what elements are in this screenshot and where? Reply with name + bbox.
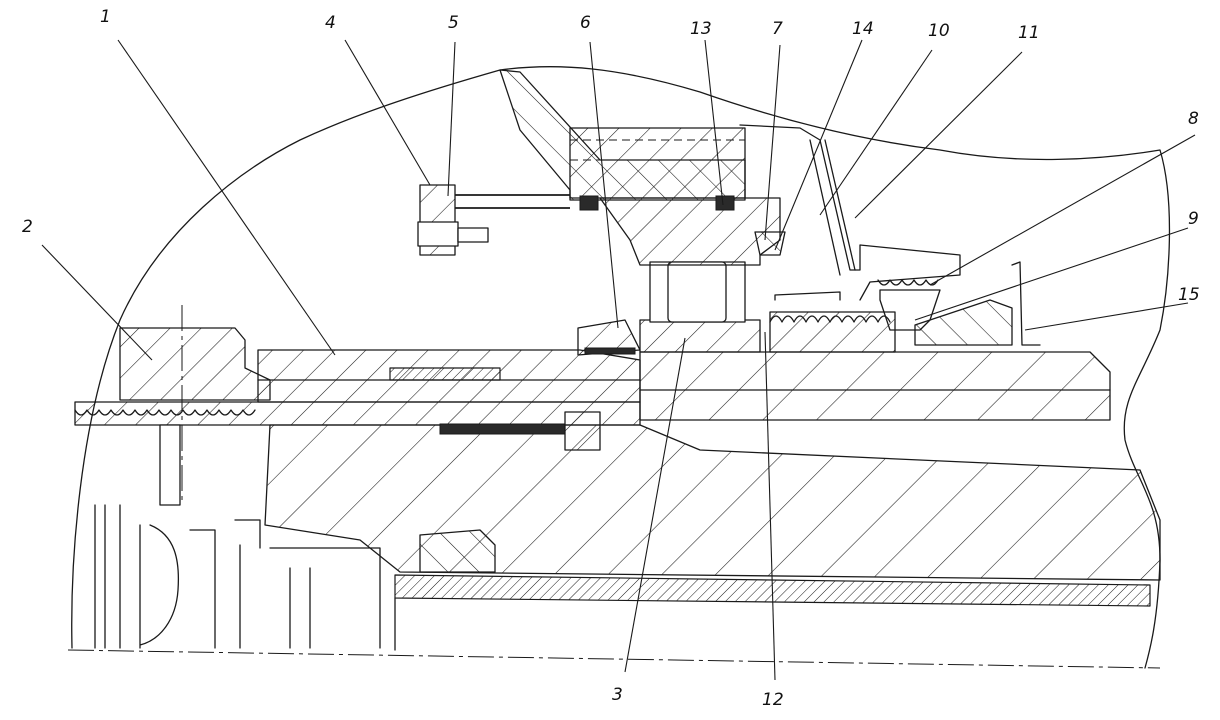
leader-7 <box>764 44 781 241</box>
leader-6 <box>589 41 619 329</box>
label-5: 5 <box>448 13 459 33</box>
leader-1 <box>117 39 336 356</box>
axis-centerline <box>67 649 1161 669</box>
label-3: 3 <box>612 685 623 705</box>
roller <box>667 261 727 323</box>
label-14: 14 <box>852 19 874 39</box>
lower-dark-ring <box>439 423 566 435</box>
ring-14 <box>754 231 786 256</box>
label-4: 4 <box>325 13 336 33</box>
lower-left-assembly <box>94 504 381 649</box>
main-shaft-body <box>264 424 1161 581</box>
leader-10 <box>819 49 933 216</box>
upper-shaft <box>639 351 1111 421</box>
label-12: 12 <box>762 690 784 710</box>
needle-bearing <box>389 367 501 381</box>
seal-ring-left <box>579 195 599 211</box>
leader-9 <box>914 227 1189 321</box>
spline-shaft <box>74 401 641 426</box>
bolt-5-head <box>417 221 459 247</box>
wedge-9 <box>914 299 1013 346</box>
label-11: 11 <box>1018 23 1040 43</box>
gear-8 <box>877 279 939 286</box>
wall-10-11 <box>739 124 961 301</box>
snap-ring <box>584 347 636 355</box>
leader-3 <box>624 337 686 673</box>
spline-teeth <box>74 409 256 416</box>
label-9: 9 <box>1188 209 1199 229</box>
label-10: 10 <box>928 21 950 41</box>
bracket-15 <box>1011 261 1041 346</box>
label-8: 8 <box>1188 109 1199 129</box>
clutch-pack-12 <box>769 311 896 353</box>
clutch-teeth <box>769 315 891 323</box>
part-2-block <box>119 327 271 401</box>
leader-5 <box>447 41 456 197</box>
leader-13 <box>704 39 724 206</box>
breakout-boundary <box>71 66 1171 669</box>
label-7: 7 <box>772 19 783 39</box>
seal-ring-13 <box>715 195 735 211</box>
label-15: 15 <box>1178 285 1200 305</box>
label-2: 2 <box>22 217 33 237</box>
pin <box>159 424 181 506</box>
leader-4 <box>344 39 431 186</box>
wall-inner <box>809 139 856 276</box>
label-6: 6 <box>580 13 591 33</box>
leader-12 <box>764 331 776 681</box>
label-1: 1 <box>100 7 111 27</box>
retainer-6 <box>577 319 641 356</box>
leader-8 <box>929 134 1196 286</box>
part-3-ring <box>639 319 761 353</box>
leader-2 <box>41 244 153 361</box>
spacer <box>564 411 601 451</box>
bolt-5-shank <box>457 227 489 243</box>
leader-14 <box>774 39 863 251</box>
drum-12 <box>774 291 841 301</box>
label-13: 13 <box>690 19 712 39</box>
carrier-7 <box>599 197 781 266</box>
leader-15 <box>1024 302 1189 331</box>
leader-11 <box>854 51 1023 219</box>
seal-ring-lower <box>419 529 496 573</box>
